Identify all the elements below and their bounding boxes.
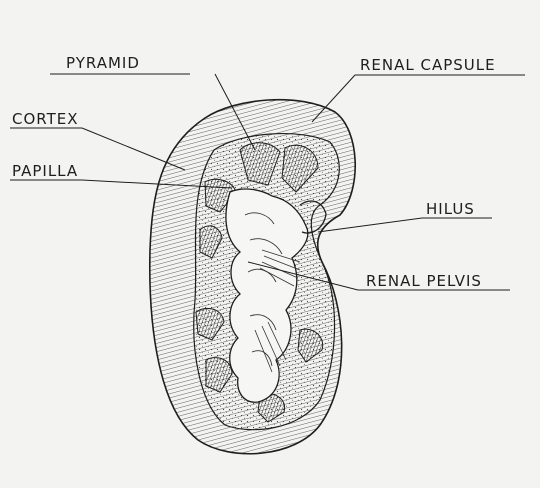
label-papilla: PAPILLA [12, 162, 78, 180]
label-renal-capsule: RENAL CAPSULE [360, 56, 496, 74]
label-pyramid: PYRAMID [66, 54, 140, 72]
label-renal-pelvis: RENAL PELVIS [366, 272, 482, 290]
label-cortex: CORTEX [12, 110, 79, 128]
label-hilus: HILUS [426, 200, 475, 218]
